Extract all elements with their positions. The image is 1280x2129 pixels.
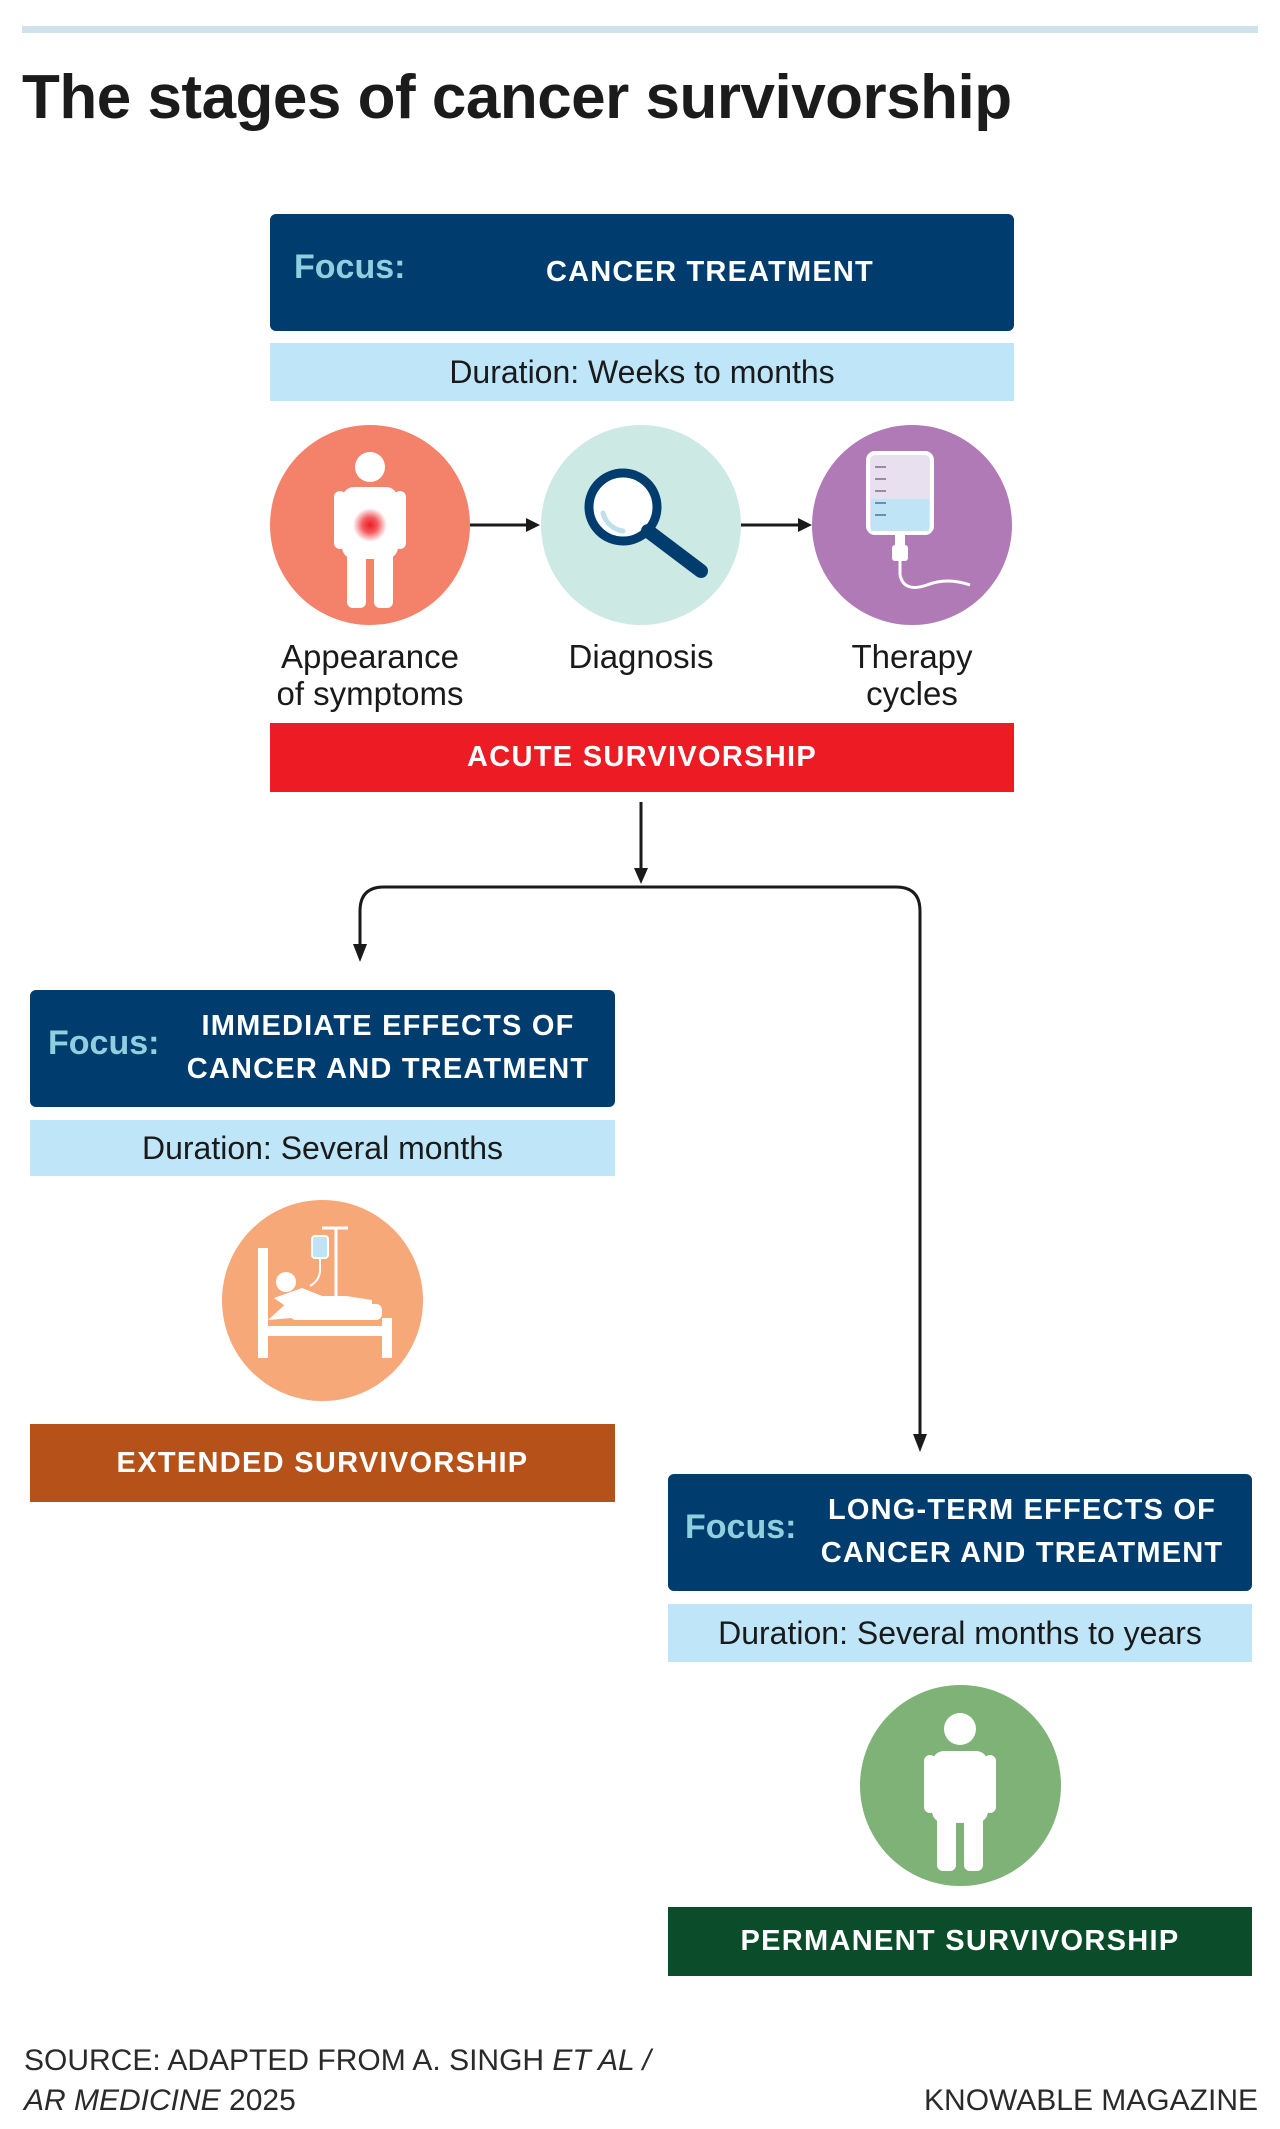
source-line1-main: SOURCE: ADAPTED FROM A. SINGH xyxy=(24,2044,553,2077)
iv-bag-icon xyxy=(866,451,971,589)
extended-duration: Duration: Several months xyxy=(30,1120,615,1176)
source-line1-italic: ET AL / xyxy=(552,2044,651,2077)
branch-connector xyxy=(353,802,927,1452)
therapy-caption: Therapy cycles xyxy=(787,638,1037,712)
acute-duration: Duration: Weeks to months xyxy=(270,343,1014,401)
source-line1: SOURCE: ADAPTED FROM A. SINGH ET AL / xyxy=(24,2044,651,2078)
extended-focus-box: Focus: IMMEDIATE EFFECTS OF CANCER AND T… xyxy=(30,990,615,1107)
person-pain-icon xyxy=(334,452,406,608)
hospital-bed-icon xyxy=(258,1226,392,1358)
magnifier-icon xyxy=(584,468,708,578)
permanent-focus-line1: LONG-TERM EFFECTS OF xyxy=(827,1494,1217,1526)
acute-focus-text: CANCER TREATMENT xyxy=(546,256,874,288)
symptoms-caption-line1: Appearance xyxy=(281,638,459,675)
therapy-circle xyxy=(812,425,1012,625)
diagnosis-caption: Diagnosis xyxy=(516,638,766,675)
page-title: The stages of cancer survivorship xyxy=(22,63,1012,132)
permanent-focus-label: Focus: xyxy=(685,1508,797,1546)
permanent-duration: Duration: Several months to years xyxy=(668,1604,1252,1662)
acute-focus-box: Focus: CANCER TREATMENT xyxy=(270,214,1014,331)
extended-focus-line2: CANCER AND TREATMENT xyxy=(186,1053,590,1085)
extended-circle xyxy=(222,1200,423,1401)
permanent-focus-box: Focus: LONG-TERM EFFECTS OF CANCER AND T… xyxy=(668,1474,1252,1591)
source-line2-italic: AR MEDICINE xyxy=(24,2084,221,2117)
symptoms-caption-line2: of symptoms xyxy=(276,675,464,712)
extended-focus-line1: IMMEDIATE EFFECTS OF xyxy=(201,1010,575,1042)
extended-stage-bar: EXTENDED SURVIVORSHIP xyxy=(30,1424,615,1502)
step-arrows xyxy=(470,518,812,532)
source-line2-year: 2025 xyxy=(220,2084,296,2117)
top-rule xyxy=(22,26,1258,33)
acute-stage-bar: ACUTE SURVIVORSHIP xyxy=(270,723,1014,792)
credit: KNOWABLE MAGAZINE xyxy=(924,2084,1258,2117)
permanent-stage-bar: PERMANENT SURVIVORSHIP xyxy=(668,1907,1252,1976)
extended-focus-text: IMMEDIATE EFFECTS OF CANCER AND TREATMEN… xyxy=(178,1005,598,1091)
acute-focus-label: Focus: xyxy=(294,248,406,286)
extended-focus-label: Focus: xyxy=(48,1024,160,1062)
permanent-focus-text: LONG-TERM EFFECTS OF CANCER AND TREATMEN… xyxy=(810,1489,1234,1575)
therapy-caption-line2: cycles xyxy=(866,675,958,712)
therapy-caption-line1: Therapy xyxy=(851,638,973,675)
person-icon xyxy=(924,1713,996,1871)
permanent-circle xyxy=(860,1685,1061,1886)
symptoms-caption: Appearance of symptoms xyxy=(245,638,495,712)
source-line2: AR MEDICINE 2025 xyxy=(24,2084,296,2118)
diagnosis-circle xyxy=(541,425,741,625)
diagnosis-caption-line1: Diagnosis xyxy=(568,638,714,675)
permanent-focus-line2: CANCER AND TREATMENT xyxy=(820,1537,1224,1569)
symptoms-circle xyxy=(270,425,470,625)
